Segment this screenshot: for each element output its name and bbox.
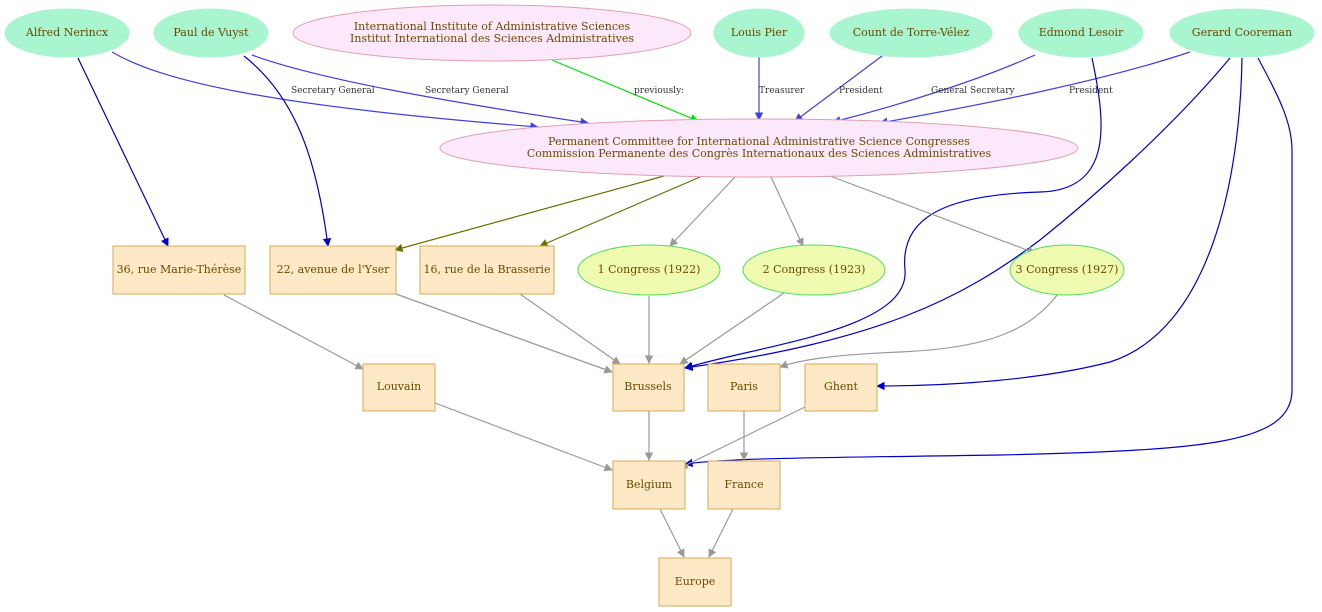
edge-committee-congress3 xyxy=(829,175,1036,255)
edge-avenue-yser-brussels xyxy=(395,293,613,374)
edge-congress2-brussels xyxy=(679,292,785,365)
node-label-line1: International Institute of Administrativ… xyxy=(354,20,631,33)
node-label: Belgium xyxy=(626,478,673,491)
node-belgium[interactable]: Belgium xyxy=(612,460,686,510)
edge-count-committee xyxy=(794,55,883,122)
node-iias[interactable]: International Institute of Administrativ… xyxy=(292,4,692,62)
node-label: 22, avenue de l'Yser xyxy=(277,263,390,276)
node-permanent-committee[interactable]: Permanent Committee for International Ad… xyxy=(439,118,1079,178)
node-label: Louis Pier xyxy=(731,26,788,39)
node-label: 2 Congress (1923) xyxy=(763,263,866,276)
edge-louvain-belgium xyxy=(434,402,613,472)
node-label: 1 Congress (1922) xyxy=(598,263,701,276)
edge-rue-marie-louvain xyxy=(223,294,364,370)
edge-alfred-committee xyxy=(111,51,539,131)
node-count-de-torre-velez[interactable]: Count de Torre-Vélez xyxy=(829,8,993,58)
node-rue-de-la-brasserie[interactable]: 16, rue de la Brasserie xyxy=(419,245,555,295)
edge-france-europe xyxy=(708,508,734,558)
edge-labels: Secretary General Secretary General prev… xyxy=(291,86,1113,96)
node-label: Gerard Cooreman xyxy=(1192,26,1292,39)
edge-edmond-committee xyxy=(832,54,1036,125)
node-alfred-nerincx[interactable]: Alfred Nerincx xyxy=(4,8,130,58)
node-label: Paris xyxy=(730,380,758,393)
node-label: Edmond Lesoir xyxy=(1039,26,1124,39)
node-label-line1: Permanent Committee for International Ad… xyxy=(548,135,970,148)
edge-committee-rue-brasserie xyxy=(539,176,701,247)
node-label-line2: Institut International des Sciences Admi… xyxy=(350,32,634,45)
edge-paul-committee xyxy=(251,54,589,127)
edge-rue-brasserie-brussels xyxy=(519,293,621,365)
node-label: Louvain xyxy=(377,380,421,393)
node-rue-marie-therese[interactable]: 36, rue Marie-Thérèse xyxy=(112,245,246,295)
edge-gerard-ghent xyxy=(876,57,1243,391)
node-louis-pier[interactable]: Louis Pier xyxy=(713,8,805,58)
edge-belgium-europe xyxy=(659,508,685,558)
node-brussels[interactable]: Brussels xyxy=(612,363,685,412)
node-label: Ghent xyxy=(824,380,858,393)
edges xyxy=(77,51,1293,558)
edge-iias-committee xyxy=(551,59,699,122)
node-label: Count de Torre-Vélez xyxy=(853,26,970,39)
node-label: Brussels xyxy=(624,380,672,393)
edge-committee-avenue-yser xyxy=(394,175,665,253)
node-edmond-lesoir[interactable]: Edmond Lesoir xyxy=(1018,8,1144,58)
node-france[interactable]: France xyxy=(707,460,781,510)
node-label: 16, rue de la Brasserie xyxy=(424,263,551,276)
node-paul-de-vuyst[interactable]: Paul de Vuyst xyxy=(153,8,269,58)
edge-edmond-brussels xyxy=(684,57,1102,370)
node-paris[interactable]: Paris xyxy=(707,363,781,412)
edge-committee-congress2 xyxy=(770,176,804,247)
edge-congress3-paris xyxy=(779,293,1059,369)
edge-gerard-brussels xyxy=(684,57,1231,372)
node-label: 36, rue Marie-Thérèse xyxy=(117,263,242,276)
edge-label-gerard-role: President xyxy=(1069,86,1113,96)
node-label: Paul de Vuyst xyxy=(173,26,249,39)
edge-label-louis-role: Treasurer xyxy=(759,86,805,96)
node-congress-1927[interactable]: 3 Congress (1927) xyxy=(1009,244,1125,296)
edge-label-iias-rel: previously: xyxy=(634,86,684,96)
edge-paul-avenue-yser xyxy=(243,55,332,247)
node-label: Europe xyxy=(675,575,716,588)
node-europe[interactable]: Europe xyxy=(658,557,732,607)
node-label-line2: Commission Permanente des Congrès Intern… xyxy=(527,147,992,160)
node-avenue-de-l-yser[interactable]: 22, avenue de l'Yser xyxy=(269,245,397,295)
node-label: France xyxy=(724,478,763,491)
node-gerard-cooreman[interactable]: Gerard Cooreman xyxy=(1169,8,1315,58)
edge-label-alfred-role: Secretary General xyxy=(291,86,375,96)
node-label: Alfred Nerincx xyxy=(25,26,109,39)
edge-alfred-rue-marie xyxy=(77,57,169,247)
node-congress-1923[interactable]: 2 Congress (1923) xyxy=(742,244,886,296)
node-louvain[interactable]: Louvain xyxy=(362,363,436,412)
node-label: 3 Congress (1927) xyxy=(1016,263,1119,276)
edge-label-paul-role: Secretary General xyxy=(425,86,509,96)
edge-gerard-belgium xyxy=(684,57,1293,468)
node-congress-1922[interactable]: 1 Congress (1922) xyxy=(577,244,721,296)
edge-committee-congress1 xyxy=(669,176,736,247)
edge-label-edmond-role: General Secretary xyxy=(931,86,1015,96)
node-ghent[interactable]: Ghent xyxy=(804,363,878,412)
edge-ghent-belgium xyxy=(679,406,806,469)
edge-gerard-committee xyxy=(879,51,1191,126)
edge-label-count-role: President xyxy=(839,86,883,96)
